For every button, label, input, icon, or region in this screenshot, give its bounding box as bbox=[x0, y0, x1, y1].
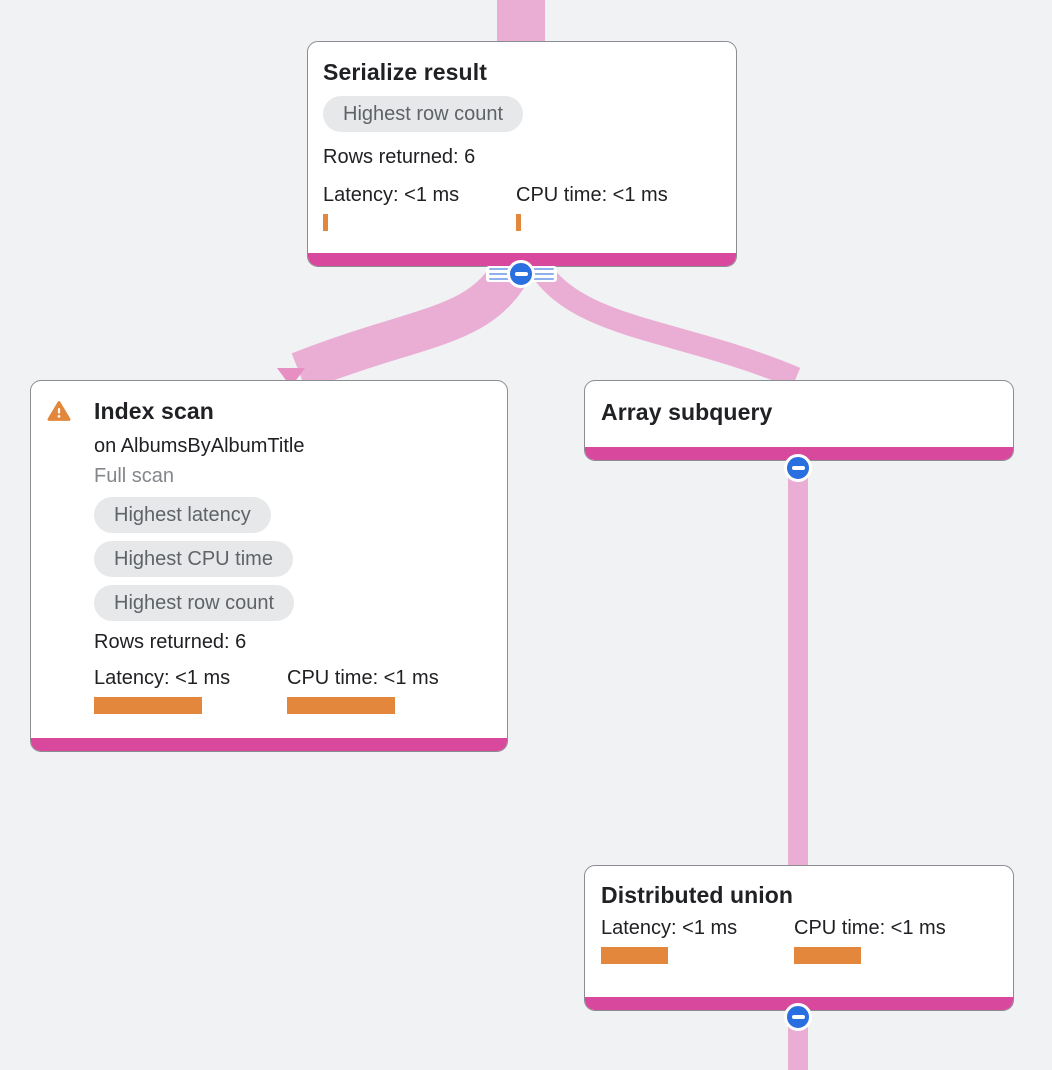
node-accent-bar bbox=[308, 253, 736, 266]
node-distributed-union[interactable]: Distributed union Latency: <1 ms CPU tim… bbox=[584, 865, 1014, 1011]
edge-parent-to-serialize bbox=[497, 0, 545, 44]
latency-metric: Latency: <1 ms bbox=[323, 182, 516, 231]
cpu-time-label: CPU time: <1 ms bbox=[516, 184, 668, 206]
highest-latency-badge: Highest latency bbox=[94, 497, 271, 533]
rows-returned-text: Rows returned: 6 bbox=[323, 146, 476, 168]
node-serialize-result[interactable]: Serialize result Highest row count Rows … bbox=[307, 41, 737, 267]
node-index-scan[interactable]: Index scan on AlbumsByAlbumTitle Full sc… bbox=[30, 380, 508, 752]
highest-row-count-badge: Highest row count bbox=[323, 96, 524, 132]
highest-row-count-badge: Highest row count bbox=[94, 585, 295, 621]
edge-array-subquery-to-distributed-union bbox=[788, 460, 808, 868]
stripes-left bbox=[489, 268, 513, 280]
scan-target-text: on AlbumsByAlbumTitle bbox=[94, 435, 305, 457]
scan-type-text: Full scan bbox=[94, 465, 175, 487]
node-title: Index scan bbox=[94, 398, 214, 424]
latency-label: Latency: <1 ms bbox=[601, 917, 738, 939]
minus-icon bbox=[791, 466, 805, 470]
collapse-button-array-subquery[interactable] bbox=[784, 454, 812, 482]
latency-bar bbox=[601, 947, 668, 964]
cpu-metric: CPU time: <1 ms bbox=[794, 915, 987, 964]
node-title: Serialize result bbox=[323, 59, 487, 85]
cpu-metric: CPU time: <1 ms bbox=[287, 665, 480, 714]
node-title: Array subquery bbox=[601, 399, 773, 425]
latency-bar bbox=[94, 697, 202, 714]
collapse-button-serialize-result[interactable] bbox=[507, 260, 535, 288]
edge-arrowhead bbox=[277, 368, 305, 387]
latency-bar bbox=[323, 214, 328, 231]
cpu-time-label: CPU time: <1 ms bbox=[794, 917, 946, 939]
rows-returned-text: Rows returned: 6 bbox=[94, 631, 247, 653]
collapse-button-distributed-union[interactable] bbox=[784, 1003, 812, 1031]
highest-cpu-time-badge: Highest CPU time bbox=[94, 541, 293, 577]
cpu-time-bar bbox=[287, 697, 395, 714]
node-array-subquery[interactable]: Array subquery bbox=[584, 380, 1014, 461]
node-title: Distributed union bbox=[601, 882, 794, 908]
cpu-time-bar bbox=[794, 947, 861, 964]
stripes-right bbox=[530, 268, 554, 280]
minus-icon bbox=[791, 1015, 805, 1019]
cpu-metric: CPU time: <1 ms bbox=[516, 182, 709, 231]
node-accent-bar bbox=[585, 447, 1013, 460]
latency-metric: Latency: <1 ms bbox=[94, 665, 287, 714]
warning-icon bbox=[47, 401, 71, 421]
latency-metric: Latency: <1 ms bbox=[601, 915, 794, 964]
minus-icon bbox=[514, 272, 528, 276]
edge-serialize-to-index-scan bbox=[291, 252, 534, 391]
cpu-time-label: CPU time: <1 ms bbox=[287, 667, 439, 689]
edge-serialize-to-array-subquery bbox=[527, 257, 801, 389]
latency-label: Latency: <1 ms bbox=[323, 184, 460, 206]
cpu-time-bar bbox=[516, 214, 521, 231]
latency-label: Latency: <1 ms bbox=[94, 667, 231, 689]
node-accent-bar bbox=[31, 738, 507, 751]
